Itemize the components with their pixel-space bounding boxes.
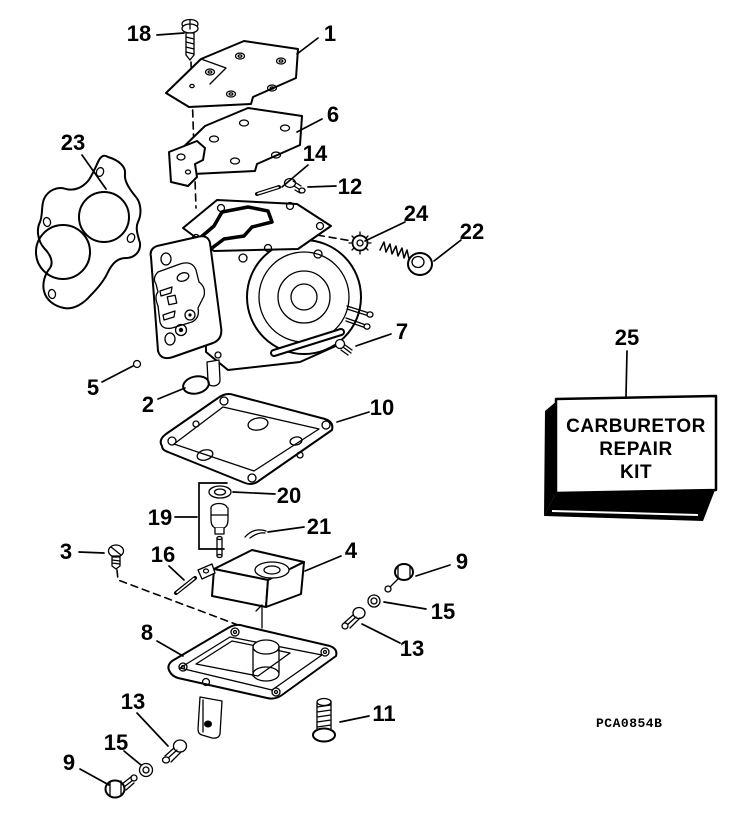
part-20-washer — [208, 485, 232, 499]
part-13-plug-bottom — [161, 739, 188, 764]
part-22-screw-with-spring — [379, 241, 433, 276]
callout-1: 1 — [324, 21, 336, 46]
part-18-screw — [181, 18, 199, 61]
part-11-screw — [312, 697, 336, 743]
part-25-repair-kit-box: CARBURETOR REPAIR KIT — [544, 394, 718, 521]
callout-13-bottom: 13 — [121, 689, 145, 714]
kit-box-line-2: REPAIR — [599, 439, 672, 460]
part-19-needle-seat-group — [198, 482, 232, 559]
callout-11: 11 — [372, 701, 395, 726]
callout-24: 24 — [404, 201, 429, 226]
callout-13-right: 13 — [400, 636, 424, 661]
carburetor-body — [149, 199, 374, 387]
part-10-bowl-gasket — [159, 393, 334, 485]
part-24-star-washer — [348, 231, 372, 255]
callout-4: 4 — [345, 538, 358, 563]
callout-3: 3 — [60, 539, 72, 564]
part-4-float — [197, 549, 305, 608]
callout-10: 10 — [370, 395, 394, 420]
callout-9-right: 9 — [456, 549, 468, 574]
callout-2: 2 — [142, 392, 154, 417]
callout-12: 12 — [338, 174, 362, 199]
part-3-screw — [107, 544, 125, 570]
part-15-oring-right — [367, 594, 381, 608]
callout-15-bottom: 15 — [104, 730, 128, 755]
part-2-seal — [182, 375, 210, 395]
part-14-needle — [255, 185, 281, 196]
kit-box-line-3: KIT — [620, 462, 652, 483]
part-16-pin — [174, 576, 197, 595]
part-21-clip — [244, 529, 267, 539]
callout-7: 7 — [396, 319, 408, 344]
part-5-ball — [132, 359, 142, 369]
part-7-screw — [334, 338, 353, 356]
callout-19: 19 — [148, 505, 172, 530]
callout-20: 20 — [277, 483, 301, 508]
callout-18: 18 — [127, 21, 151, 46]
part-8-float-bowl — [167, 604, 338, 739]
kit-box-line-1: CARBURETOR — [566, 416, 706, 437]
part-13-plug-right — [341, 606, 366, 630]
leader-lines — [78, 32, 628, 786]
part-9-plug-right — [384, 563, 414, 593]
part-23-gasket — [35, 154, 142, 310]
callout-5: 5 — [87, 375, 99, 400]
callout-23: 23 — [61, 130, 85, 155]
callout-14: 14 — [303, 141, 328, 166]
callout-25: 25 — [615, 325, 639, 350]
callout-15-right: 15 — [431, 599, 455, 624]
callout-9-bottom: 9 — [63, 750, 75, 775]
part-9-plug-bottom — [104, 774, 138, 799]
callout-22: 22 — [460, 219, 484, 244]
drawing-code: PCA0854B — [596, 716, 662, 731]
callout-labels: 18 1 6 23 14 12 24 22 7 5 2 10 20 19 21 … — [60, 21, 639, 775]
callout-6: 6 — [327, 102, 339, 127]
body-upper-bracket — [168, 140, 206, 187]
part-15-oring-bottom — [138, 762, 154, 778]
part-12-plug — [283, 177, 306, 194]
callout-16: 16 — [151, 542, 175, 567]
part-1-cover-plate — [165, 40, 299, 108]
callout-8: 8 — [141, 620, 153, 645]
callout-21: 21 — [307, 514, 331, 539]
